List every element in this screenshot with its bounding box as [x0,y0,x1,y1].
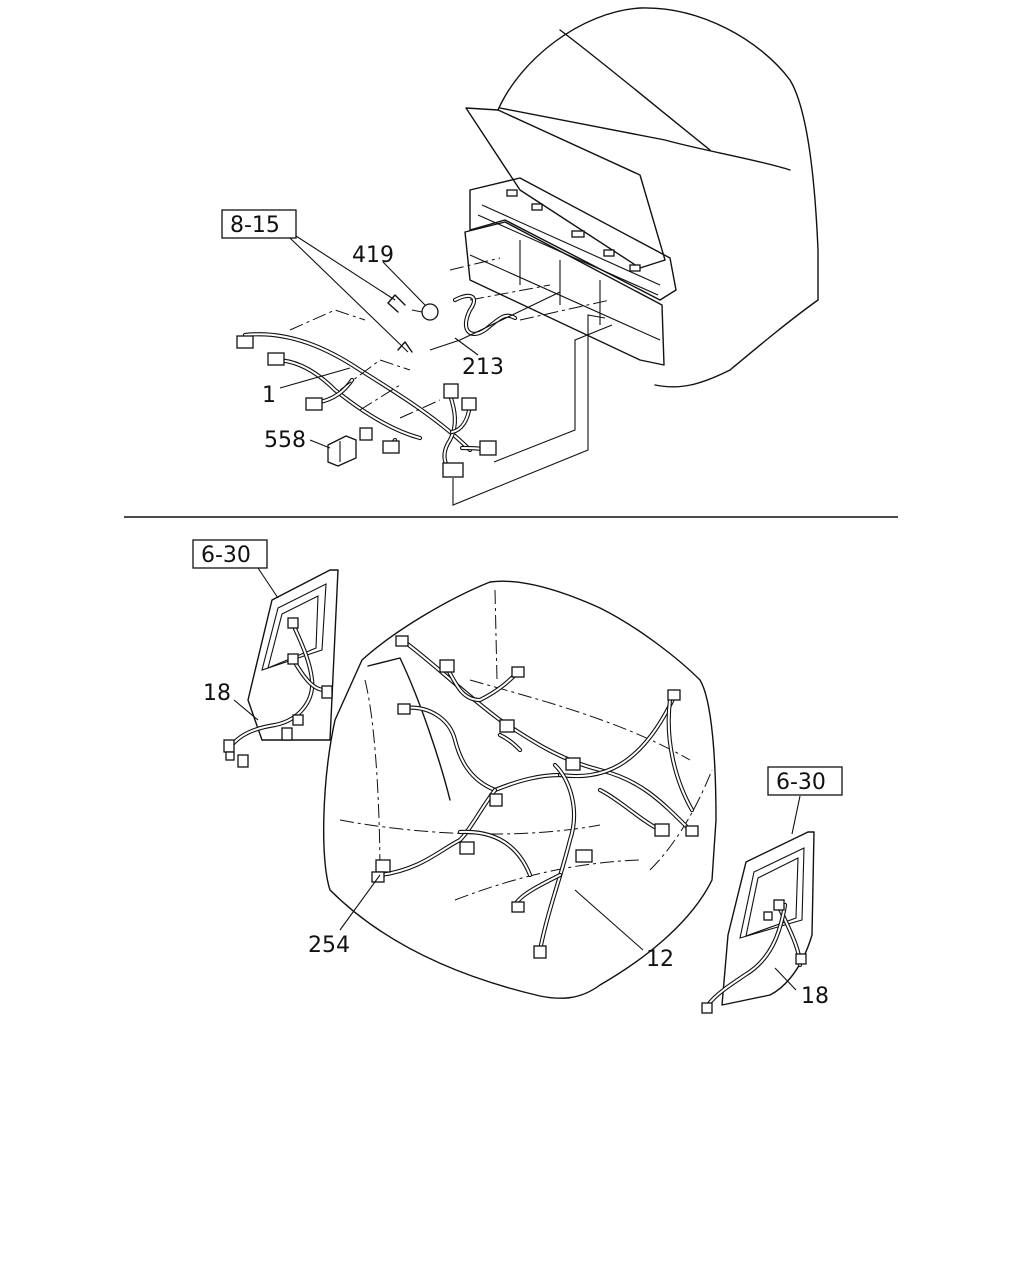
callout-18-left: 18 [203,681,231,706]
cab-main-harness [371,635,699,959]
callout-1: 1 [262,383,276,408]
callout-213: 213 [462,355,504,380]
ref-box-6-30-right[interactable]: 6-30 [767,766,843,796]
callout-419: 419 [352,243,394,268]
callout-254: 254 [308,933,350,958]
top-leaders [279,235,479,449]
callout-18-right: 18 [801,984,829,1009]
top-cab-body [449,7,819,388]
left-door-panel [223,569,339,768]
ref-label-6-30-right: 6-30 [776,770,826,795]
bottom-leaders [233,567,801,991]
ref-label-8-15: 8-15 [230,213,280,238]
callout-558: 558 [264,428,306,453]
ref-label-6-30-left: 6-30 [201,543,251,568]
ref-box-6-30-left[interactable]: 6-30 [192,539,268,569]
ref-box-8-15[interactable]: 8-15 [221,209,297,239]
front-wiring-harness [236,291,613,506]
cab-interior-shell [322,580,717,999]
callout-12: 12 [646,947,674,972]
right-door-panel [701,831,815,1014]
